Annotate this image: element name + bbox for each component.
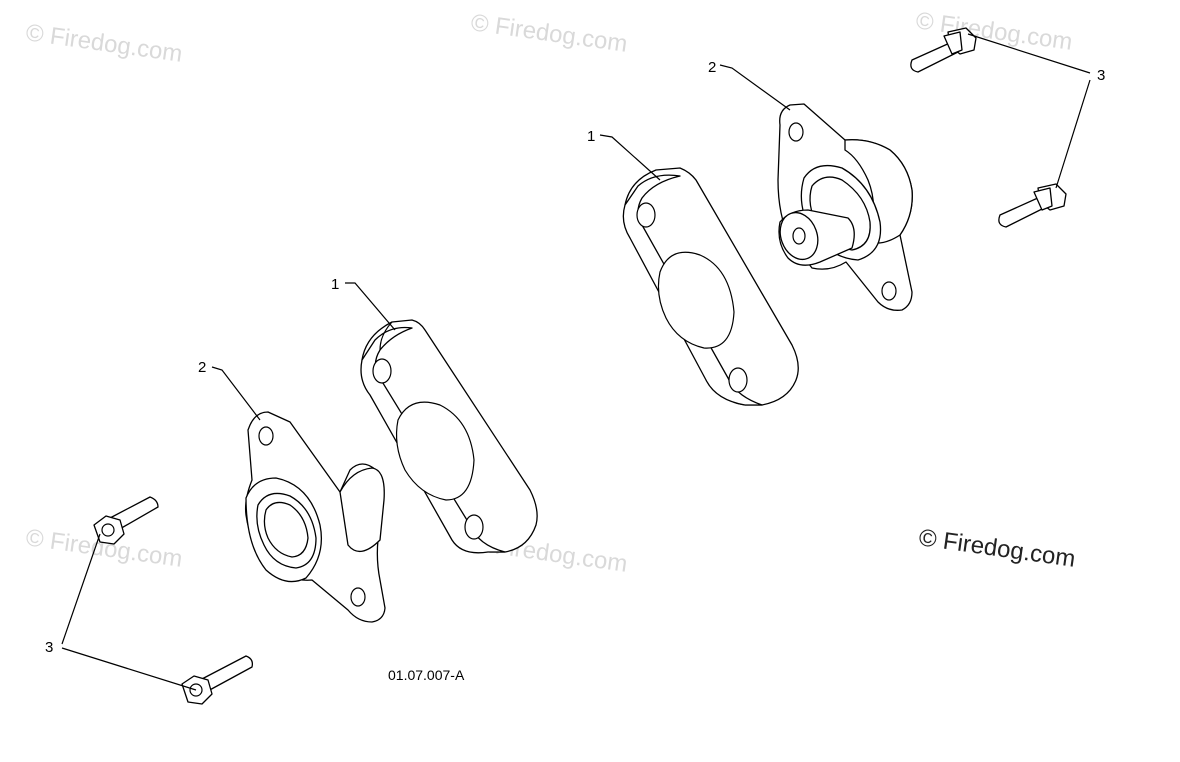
callout-bearing-left: 2	[198, 359, 206, 376]
leader-bearing-left	[211, 366, 261, 421]
bolt-bottom-left-1	[93, 496, 159, 545]
spacer-block-left	[360, 319, 538, 554]
callout-spacer-left: 1	[331, 276, 339, 293]
copyright-label: © Firedog.com	[917, 524, 1077, 573]
bearing-flange-left	[244, 411, 386, 623]
watermark: © Firedog.com	[24, 19, 184, 68]
watermark: © Firedog.com	[469, 9, 629, 58]
leader-spacer-right	[599, 134, 661, 181]
bolt-top-right-2	[998, 183, 1067, 228]
callout-bolts-left: 3	[45, 639, 53, 656]
bearing-flange-right	[777, 103, 913, 311]
leader-bolts-left	[61, 533, 197, 691]
leader-bolts-right	[967, 33, 1091, 189]
drawing-id: 01.07.007-A	[388, 667, 465, 683]
spacer-block-right	[622, 167, 799, 406]
callout-bearing-right: 2	[708, 59, 716, 76]
leader-bearing-right	[719, 64, 791, 111]
bolt-bottom-left-2	[181, 655, 254, 705]
callout-bolts-right: 3	[1097, 67, 1105, 84]
callout-spacer-right: 1	[587, 128, 595, 145]
leader-spacer-left	[345, 282, 396, 331]
